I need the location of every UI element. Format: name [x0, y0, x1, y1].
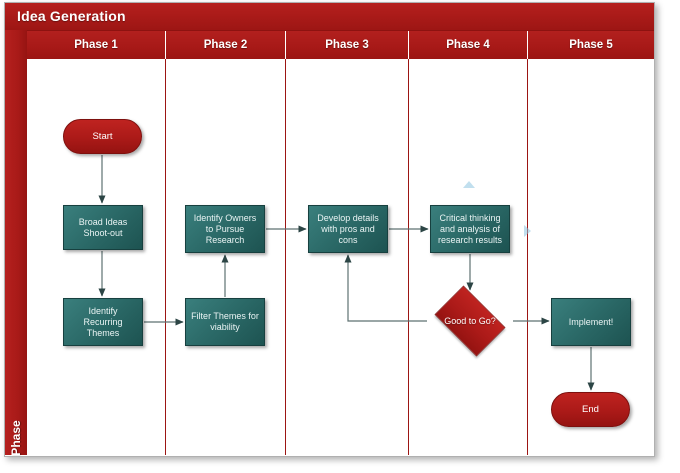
resize-handle-up[interactable] [463, 181, 475, 188]
node-label: Good to Go? [444, 316, 496, 326]
phase-header-3[interactable]: Phase 3 [286, 31, 409, 59]
process-node-owners[interactable]: Identify Owners to Pursue Research [185, 205, 265, 253]
diagram-title-bar: Idea Generation [5, 3, 654, 31]
resize-handle-right[interactable] [524, 225, 531, 237]
terminator-node-end[interactable]: End [551, 392, 630, 427]
phase-header-4[interactable]: Phase 4 [409, 31, 528, 59]
terminator-node-start[interactable]: Start [63, 119, 142, 154]
phase-header-2[interactable]: Phase 2 [166, 31, 286, 59]
page-title: Idea Generation [17, 8, 126, 24]
decision-node-good[interactable]: Good to Go? [428, 285, 512, 357]
phase-header-1[interactable]: Phase 1 [27, 31, 166, 59]
swimlane-3 [286, 59, 409, 455]
process-node-filter[interactable]: Filter Themes for viability [185, 298, 265, 346]
swimlane-4 [409, 59, 528, 455]
process-node-develop[interactable]: Develop details with pros and cons [308, 205, 388, 253]
process-node-broad[interactable]: Broad Ideas Shoot-out [63, 205, 143, 250]
swimlane-2 [166, 59, 286, 455]
swimlane-axis-label: Phase [9, 420, 23, 456]
process-node-critical[interactable]: Critical thinking and analysis of resear… [430, 205, 510, 253]
swimlane-axis-band: Phase [5, 30, 28, 456]
process-node-recurring[interactable]: Identify Recurring Themes [63, 298, 143, 346]
phase-header-5[interactable]: Phase 5 [528, 31, 654, 59]
process-node-implement[interactable]: Implement! [551, 298, 631, 346]
